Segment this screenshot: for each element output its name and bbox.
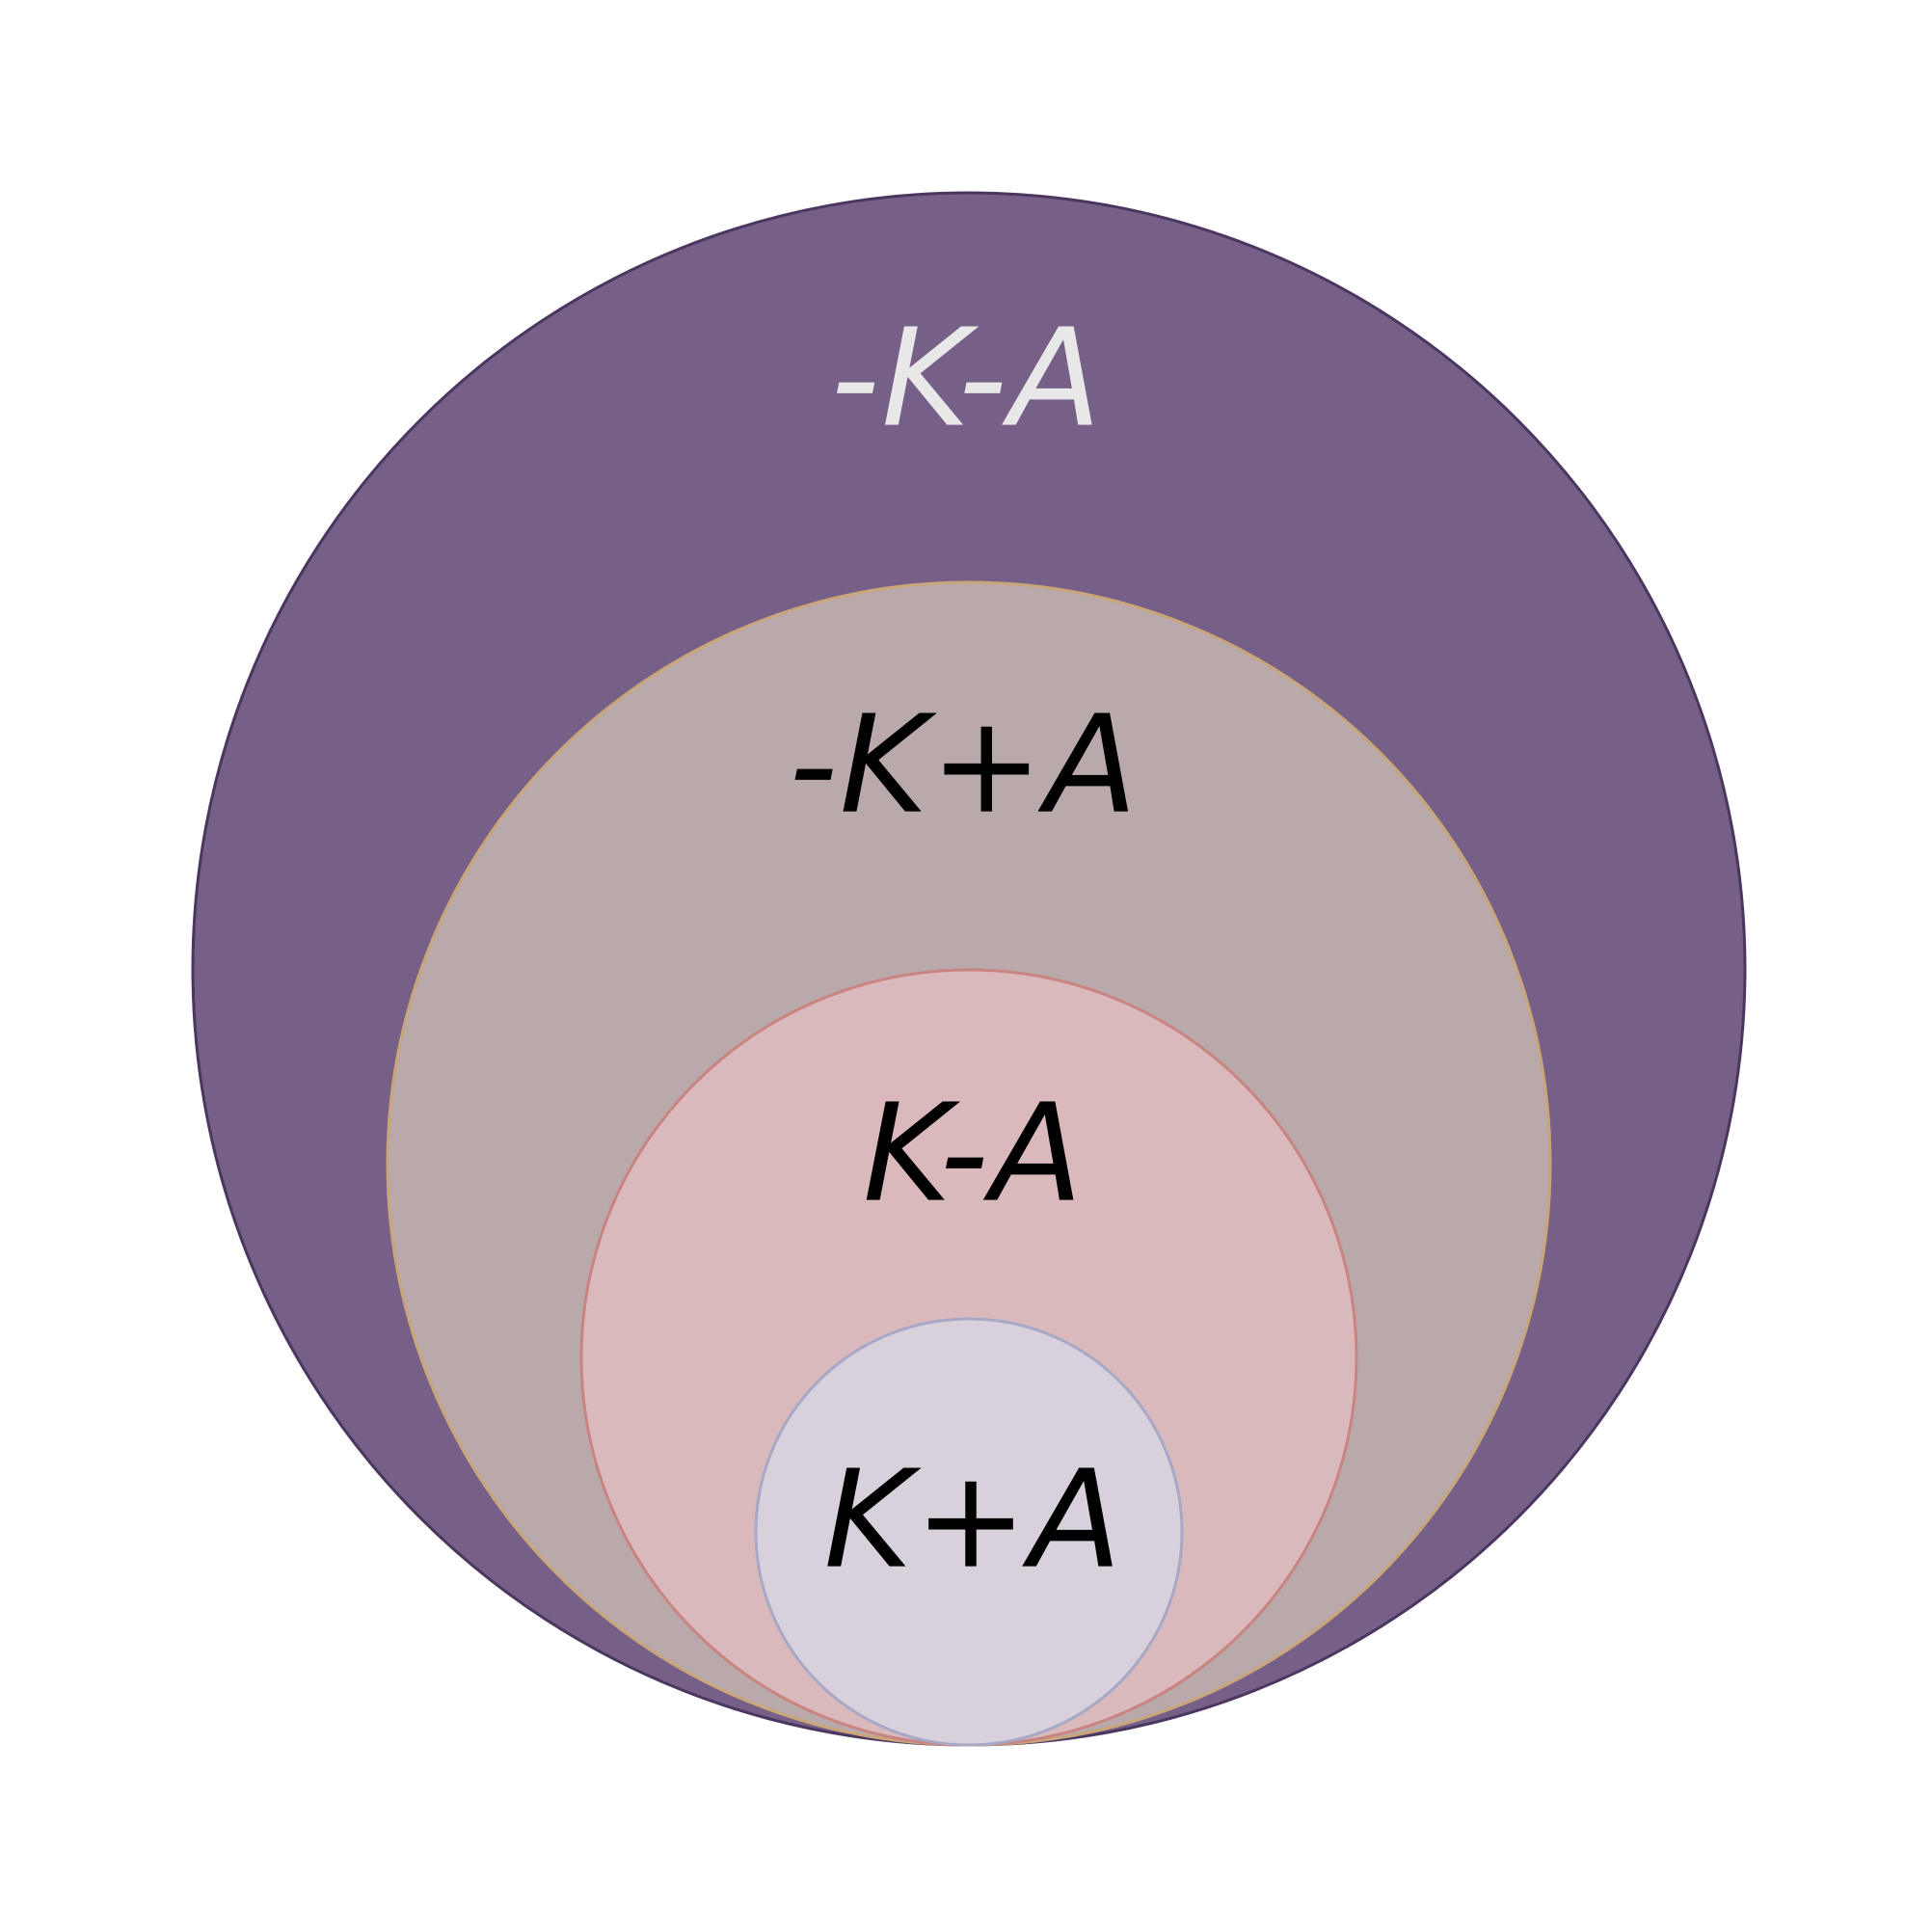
region-inner-circle: [754, 1317, 1184, 1747]
region-outer-label: -K-A: [831, 301, 1104, 458]
region-inner-label: K+A: [824, 1442, 1124, 1599]
region-third-label: K-A: [863, 1076, 1085, 1233]
region-second-label: -K+A: [789, 687, 1139, 845]
